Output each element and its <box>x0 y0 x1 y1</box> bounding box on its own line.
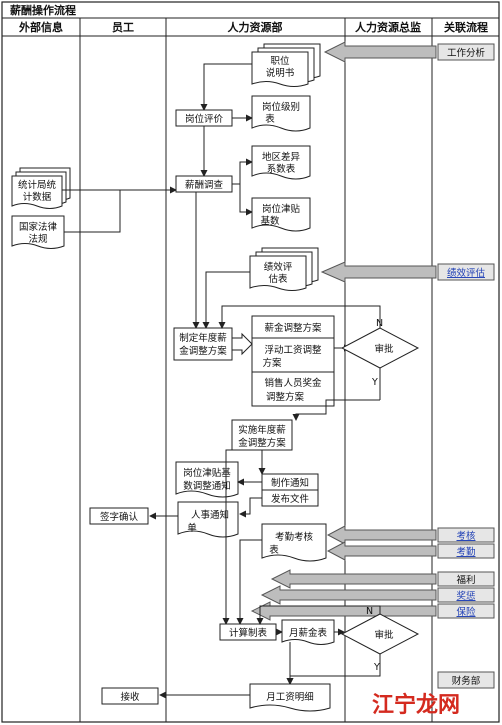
svg-text:单: 单 <box>187 522 197 534</box>
job-evaluation-label: 岗位评价 <box>185 113 224 125</box>
implement-label-2: 金调整方案 <box>238 437 286 449</box>
fat-arrow-perf-eval <box>320 261 437 283</box>
svg-text:人事通知: 人事通知 <box>191 509 229 521</box>
approve-2-label: 审批 <box>374 629 394 641</box>
svg-text:表: 表 <box>269 544 279 556</box>
svg-text:月工资明细: 月工资明细 <box>266 691 314 703</box>
sign-confirm-label: 签字确认 <box>100 511 139 523</box>
related-insurance-label[interactable]: 保险 <box>456 606 476 618</box>
lane-header-hr-director: 人力资源总监 <box>355 20 421 34</box>
svg-text:国家法律: 国家法律 <box>19 221 58 233</box>
receive-label: 接收 <box>120 691 140 703</box>
related-bonus[interactable] <box>437 587 495 603</box>
fat-arrow-attend <box>326 541 437 561</box>
receive-box <box>101 687 159 705</box>
implement-plan-box <box>231 419 293 451</box>
svg-text:表: 表 <box>265 113 275 125</box>
job-level-table-doc: 岗位级别 表 <box>251 95 311 132</box>
plan-documents-group: 薪金调整方案 浮动工资调整 方案 销售人员奖金 调整方案 <box>251 315 335 407</box>
approve-1-label: 审批 <box>374 343 394 355</box>
lane-header-related: 关联流程 <box>444 20 488 34</box>
approve-1-yes: Y <box>371 377 378 388</box>
law-regulations-doc: 国家法律 法规 <box>11 215 65 249</box>
svg-text:说明书: 说明书 <box>266 67 295 79</box>
svg-text:地区差异: 地区差异 <box>262 151 301 163</box>
related-bonus-label[interactable]: 奖惩 <box>456 590 476 602</box>
allowance-notice-doc: 岗位津贴基 数调整通知 <box>175 461 239 498</box>
svg-text:方案: 方案 <box>262 357 282 369</box>
fat-arrow-assess <box>326 525 437 545</box>
lane-header-external: 外部信息 <box>18 20 63 34</box>
svg-text:销售人员奖金: 销售人员奖金 <box>264 377 322 389</box>
svg-text:岗位津贴: 岗位津贴 <box>262 203 301 215</box>
svg-text:浮动工资调整: 浮动工资调整 <box>264 344 322 356</box>
fat-arrow-bonus <box>260 585 437 605</box>
related-attend[interactable] <box>437 543 495 559</box>
fat-arrow-job-analysis <box>323 41 437 63</box>
implement-label-1: 实施年度薪 <box>238 424 286 436</box>
lane-header-employee: 员工 <box>112 21 134 34</box>
svg-text:统计局统: 统计局统 <box>18 179 57 191</box>
attendance-doc: 考勤考核 表 <box>261 523 327 562</box>
svg-text:月薪金表: 月薪金表 <box>289 627 328 639</box>
related-perf-eval[interactable] <box>437 263 495 281</box>
fat-arrow-insurance <box>250 601 437 621</box>
related-finance[interactable] <box>437 671 495 689</box>
related-welfare-label: 福利 <box>456 574 475 586</box>
performance-eval-doc: 绩效评 估表 <box>249 247 319 291</box>
svg-text:基数: 基数 <box>260 215 280 227</box>
lane-header-hr: 人力资源部 <box>228 20 283 34</box>
related-insurance[interactable] <box>437 603 495 619</box>
related-finance-label: 财务部 <box>452 675 481 687</box>
svg-text:岗位级别: 岗位级别 <box>262 101 300 113</box>
job-description-doc: 职位 说明书 <box>251 43 321 87</box>
related-assess[interactable] <box>437 527 495 543</box>
sign-confirm-box <box>89 507 149 525</box>
related-job-analysis[interactable] <box>437 43 495 61</box>
svg-text:法规: 法规 <box>28 233 48 245</box>
related-welfare[interactable] <box>437 571 495 587</box>
hollow-arrow-plans <box>231 332 253 356</box>
related-attend-label[interactable]: 考勤 <box>456 546 475 558</box>
payslip-doc: 月工资明细 <box>249 683 331 712</box>
svg-text:系数表: 系数表 <box>267 163 296 175</box>
svg-text:数调整通知: 数调整通知 <box>183 480 231 492</box>
svg-text:薪金调整方案: 薪金调整方案 <box>264 322 322 334</box>
related-assess-label[interactable]: 考核 <box>456 530 476 542</box>
approve-2-yes: Y <box>373 662 380 673</box>
svg-text:调整方案: 调整方案 <box>266 391 305 403</box>
related-perf-eval-label[interactable]: 绩效评估 <box>447 267 486 279</box>
annual-plan-label-1: 制定年度薪 <box>179 332 227 344</box>
diagram-title: 薪酬操作流程 <box>10 3 76 17</box>
make-notice-label: 制作通知 <box>271 477 309 489</box>
svg-text:估表: 估表 <box>268 273 288 285</box>
svg-text:职位: 职位 <box>270 55 290 67</box>
job-allowance-doc: 岗位津贴 基数 <box>251 197 311 232</box>
watermark-text: 江宁龙网 <box>372 692 460 718</box>
svg-text:岗位津贴基: 岗位津贴基 <box>183 467 231 479</box>
svg-text:绩效评: 绩效评 <box>264 261 293 273</box>
region-diff-doc: 地区差异 系数表 <box>251 145 311 180</box>
monthly-table-doc: 月薪金表 <box>281 619 335 645</box>
svg-text:计数据: 计数据 <box>23 191 52 203</box>
svg-text:考勤考核: 考勤考核 <box>275 531 314 543</box>
fat-arrow-welfare <box>270 569 437 589</box>
hr-notice-doc: 人事通知 单 <box>177 501 239 538</box>
statistics-data-doc: 统计局统 计数据 <box>11 167 71 209</box>
salary-survey-label: 薪酬调查 <box>185 179 224 191</box>
approve-2-no: N <box>366 606 373 617</box>
publish-label: 发布文件 <box>271 493 310 505</box>
calc-label: 计算制表 <box>229 627 268 639</box>
annual-plan-label-2: 金调整方案 <box>179 345 227 357</box>
related-job-analysis-label: 工作分析 <box>447 47 486 59</box>
